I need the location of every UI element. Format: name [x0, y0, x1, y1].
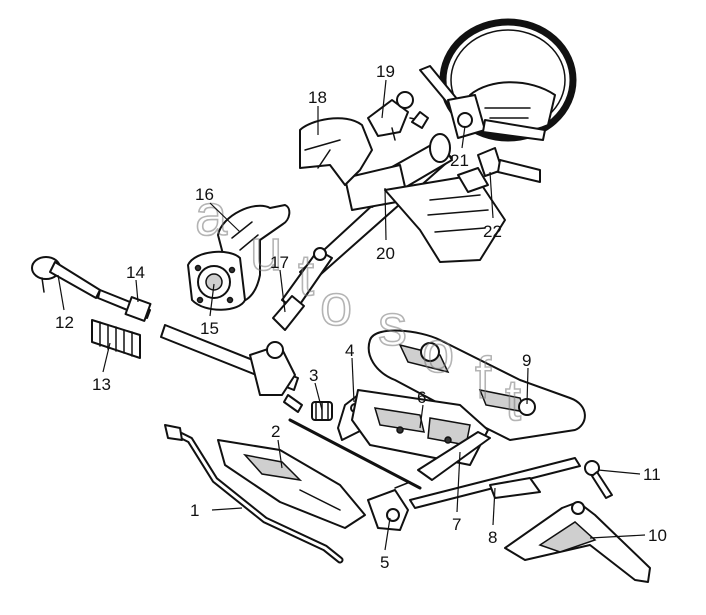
callout-18: 18: [308, 88, 327, 107]
callout-3: 3: [309, 366, 318, 385]
inner-tie-rod: [97, 289, 152, 322]
steering-lock: [367, 91, 429, 141]
callout-5: 5: [380, 553, 389, 572]
callout-17: 17: [270, 253, 289, 272]
callout-19: 19: [376, 62, 395, 81]
callout-13: 13: [92, 375, 111, 394]
callout-4: 4: [345, 341, 354, 360]
callout-2: 2: [271, 422, 280, 441]
rack-boot: [91, 319, 141, 359]
lower-support-plate: [217, 439, 366, 529]
callout-20: 20: [376, 244, 395, 263]
reaction-rod: [409, 457, 581, 509]
leader-lines: [57, 79, 646, 551]
watermark-letter-s: s: [378, 293, 407, 358]
wheel-hub: [187, 250, 246, 311]
lower-control-arm: [504, 501, 651, 583]
callout-14: 14: [126, 263, 145, 282]
intermediate-shaft: [272, 247, 333, 331]
track-rod: [288, 418, 491, 490]
watermark-letter-t2: t: [505, 368, 521, 433]
callout-10: 10: [648, 526, 667, 545]
callout-7: 7: [452, 515, 461, 534]
ball-joint: [584, 460, 613, 499]
callout-9: 9: [522, 351, 531, 370]
watermark-letter-u: u: [250, 218, 282, 283]
tie-rod-end: [31, 256, 101, 299]
callout-11: 11: [643, 465, 661, 484]
callout-21: 21: [450, 151, 469, 170]
callout-6: 6: [417, 388, 426, 407]
callout-1: 1: [190, 501, 199, 520]
callout-12: 12: [55, 313, 74, 332]
callout-16: 16: [195, 185, 214, 204]
combination-switch: [419, 65, 546, 141]
stabilizer-bar: [164, 424, 344, 564]
callout-8: 8: [488, 528, 497, 547]
watermark-letter-o: o: [320, 273, 352, 338]
callout-numbers: 1 2 3 4 5 6 7 8 9 10 11 12 13 14 15 16 1…: [55, 62, 667, 572]
watermark-letter-t: t: [298, 243, 314, 308]
watermark-letter-o2: o: [422, 320, 454, 385]
front-subframe: [367, 329, 586, 441]
steering-rack: [160, 324, 333, 421]
callout-15: 15: [200, 319, 219, 338]
callout-22: 22: [483, 222, 502, 241]
wiper-switch: [477, 147, 541, 183]
watermark-letter-f: f: [475, 346, 492, 411]
